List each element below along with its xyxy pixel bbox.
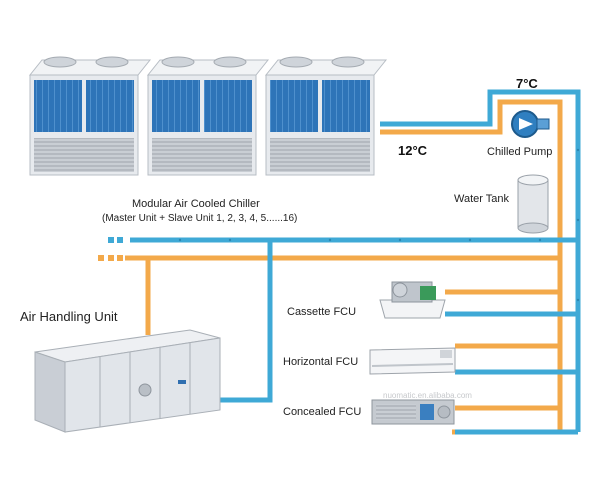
chilled-pump-label: Chilled Pump <box>487 146 553 158</box>
chiller-unit-3 <box>264 56 388 176</box>
return-temp-label: 12°C <box>398 143 428 158</box>
horizontal-fcu <box>369 347 456 375</box>
cassette-fcu <box>379 281 446 319</box>
chiller-unit-2 <box>146 56 270 176</box>
chiller-unit-1 <box>28 56 152 176</box>
ahu-label: Air Handling Unit <box>20 309 118 324</box>
supply-temp-label: 7°C <box>516 76 538 91</box>
air-handling-unit <box>34 329 221 433</box>
water-tank <box>517 174 549 234</box>
return-pipe-stubs <box>98 255 123 261</box>
chilled-pump <box>511 110 550 138</box>
supply-pipe-stubs <box>108 237 123 243</box>
concealed-fcu <box>371 399 455 425</box>
horizontal-fcu-label: Horizontal FCU <box>283 356 359 368</box>
flow-markers <box>178 148 580 302</box>
ahu-supply-pipe <box>220 240 273 403</box>
watermark-text: nuomatic.en.alibaba.com <box>383 391 472 400</box>
supply-pipes <box>130 89 581 435</box>
water-tank-label: Water Tank <box>454 193 510 205</box>
supply-main-pipe <box>380 89 581 432</box>
concealed-fcu-label: Concealed FCU <box>283 406 362 418</box>
chiller-title-label: Modular Air Cooled Chiller <box>132 198 260 210</box>
chiller-subtitle-label: (Master Unit + Slave Unit 1, 2, 3, 4, 5.… <box>102 213 298 224</box>
cassette-fcu-label: Cassette FCU <box>287 306 357 318</box>
